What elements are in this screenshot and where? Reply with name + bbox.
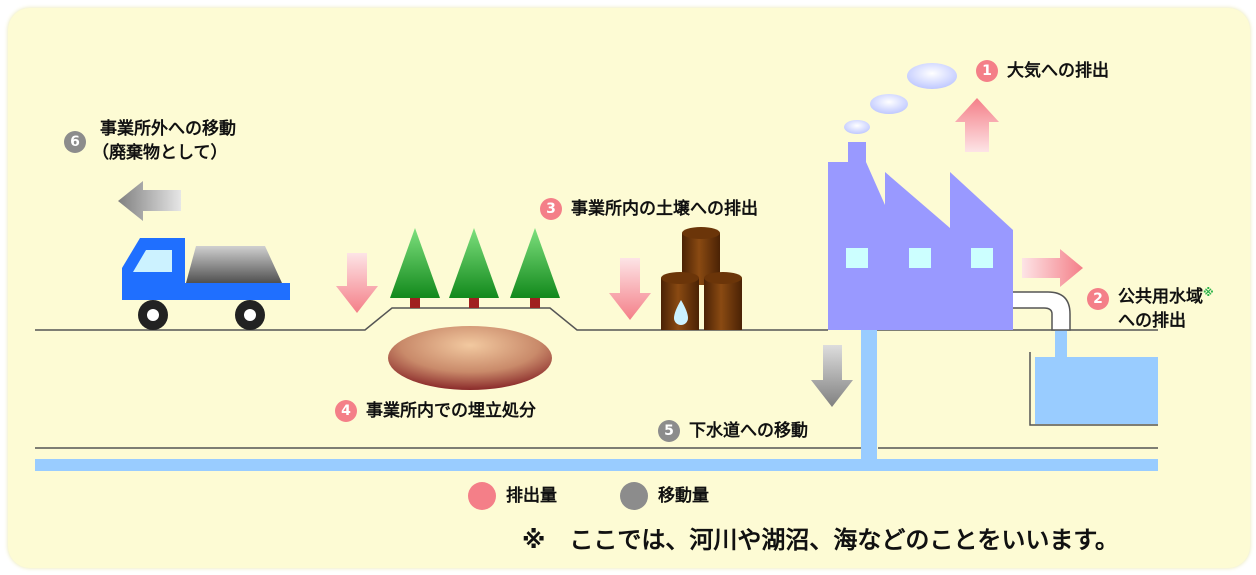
legend-transfer-swatch xyxy=(620,482,648,510)
factory-window xyxy=(909,248,931,268)
transfer-arrow-waste xyxy=(118,181,181,221)
badge-2: 2 xyxy=(1087,288,1109,310)
label-soil-emission: 事業所内の土壌への排出 xyxy=(571,199,758,219)
factory xyxy=(828,142,1013,330)
label-public-water-emission: 公共用水域※ xyxy=(1118,286,1214,308)
river xyxy=(35,459,1158,471)
legend-emission-swatch xyxy=(468,482,496,510)
footnote: ※ ここでは、河川や湖沼、海などのことをいいます。 xyxy=(522,526,1119,554)
legend-transfer-label: 移動量 xyxy=(658,486,709,506)
label-offsite-transfer: 事業所外への移動 xyxy=(100,119,236,139)
tree xyxy=(510,228,560,308)
tree xyxy=(449,228,499,308)
barrels xyxy=(661,227,742,330)
truck xyxy=(122,238,290,330)
emission-arrow-soil xyxy=(609,258,651,320)
smoke-cloud xyxy=(844,120,870,134)
label-offsite-transfer-sub: （廃棄物として） xyxy=(92,143,228,163)
landfill xyxy=(388,326,552,390)
emission-arrow-water xyxy=(1022,249,1083,287)
legend-emission-label: 排出量 xyxy=(506,486,557,506)
label-public-water-line1: 公共用水域 xyxy=(1118,287,1203,307)
factory-window xyxy=(971,248,993,268)
factory-window xyxy=(846,248,868,268)
label-sewer-transfer: 下水道への移動 xyxy=(689,421,808,441)
water-body xyxy=(1035,357,1158,424)
emission-arrow-landfill xyxy=(336,253,378,313)
emission-arrow-air xyxy=(955,98,999,152)
badge-4: 4 xyxy=(335,400,357,422)
badge-5: 5 xyxy=(658,420,680,442)
note-mark: ※ xyxy=(1203,286,1214,299)
label-landfill: 事業所内での埋立処分 xyxy=(366,401,536,421)
tree xyxy=(390,228,440,308)
badge-3: 3 xyxy=(540,198,562,220)
label-public-water-line2: への排出 xyxy=(1118,311,1186,331)
smoke-cloud xyxy=(870,94,908,114)
water-container xyxy=(1029,352,1158,426)
badge-6: 6 xyxy=(64,131,86,153)
water-stream xyxy=(1055,328,1067,358)
smoke-cloud xyxy=(907,63,957,89)
label-air-emission: 大気への排出 xyxy=(1007,61,1109,81)
drain-pipe xyxy=(861,330,877,466)
badge-1: 1 xyxy=(976,60,998,82)
outflow-pipe xyxy=(1013,291,1071,331)
transfer-arrow-sewer xyxy=(811,345,853,407)
